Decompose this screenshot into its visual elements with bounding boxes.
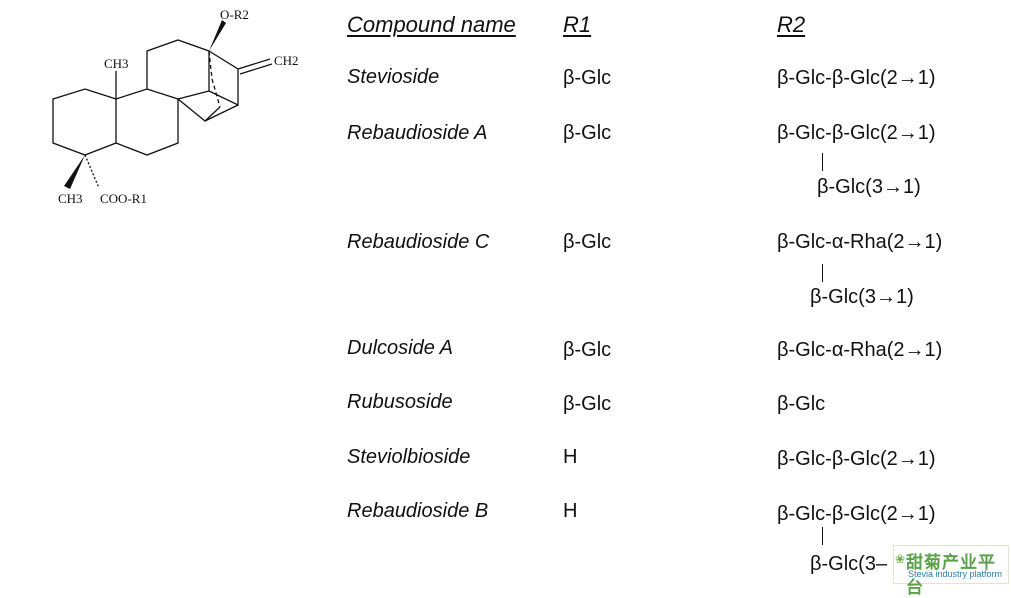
r1-value: H	[563, 446, 578, 468]
r2-value: β-Glc-β-Glc(2→1)	[777, 503, 936, 525]
r2-branch-value: β-Glc(3→1)	[817, 176, 921, 198]
coo-r1-label: COO-R1	[100, 191, 147, 206]
chemical-structure-diagram: O-R2 CH3 CH2 CH3 COO-R1	[52, 7, 299, 206]
r2-branch-value: β-Glc(3→1)	[810, 286, 914, 308]
compound-name: Rebaudioside A	[347, 122, 488, 144]
compound-name: Rebaudioside B	[347, 500, 489, 522]
branch-connector	[822, 153, 823, 171]
ch2-label: CH2	[274, 53, 299, 68]
compound-name: Steviolbioside	[347, 446, 471, 468]
compound-name: Stevioside	[347, 66, 440, 88]
compound-name: Rebaudioside C	[347, 231, 490, 253]
r2-value: β-Glc	[777, 393, 826, 415]
r1-value: β-Glc	[563, 67, 612, 89]
ch3-top-label: CH3	[104, 56, 129, 71]
r2-value: β-Glc-α-Rha(2→1)	[777, 339, 943, 361]
branch-connector	[822, 527, 823, 545]
watermark-logo: ❀ 甜菊产业平台 Stevia industry platform	[893, 545, 1009, 598]
compound-name: Rubusoside	[347, 391, 453, 413]
o-r2-label: O-R2	[220, 7, 249, 22]
r2-value: β-Glc-β-Glc(2→1)	[777, 67, 936, 89]
r1-value: β-Glc	[563, 339, 612, 361]
r2-branch-value: β-Glc(3–	[810, 553, 888, 575]
r2-value: β-Glc-β-Glc(2→1)	[777, 448, 936, 470]
header-r2: R2	[777, 12, 806, 37]
header-compound-name: Compound name	[347, 12, 516, 37]
r2-value: β-Glc-β-Glc(2→1)	[777, 122, 936, 144]
header-r1: R1	[563, 12, 592, 37]
branch-connector	[822, 264, 823, 282]
r2-value: β-Glc-α-Rha(2→1)	[777, 231, 943, 253]
r1-value: H	[563, 500, 578, 522]
r1-value: β-Glc	[563, 231, 612, 253]
r1-value: β-Glc	[563, 393, 612, 415]
watermark-text-en: Stevia industry platform	[908, 569, 1003, 579]
compound-name: Dulcoside A	[347, 337, 453, 359]
leaf-icon: ❀	[895, 552, 906, 566]
r1-value: β-Glc	[563, 122, 612, 144]
ch3-bottom-label: CH3	[58, 191, 83, 206]
